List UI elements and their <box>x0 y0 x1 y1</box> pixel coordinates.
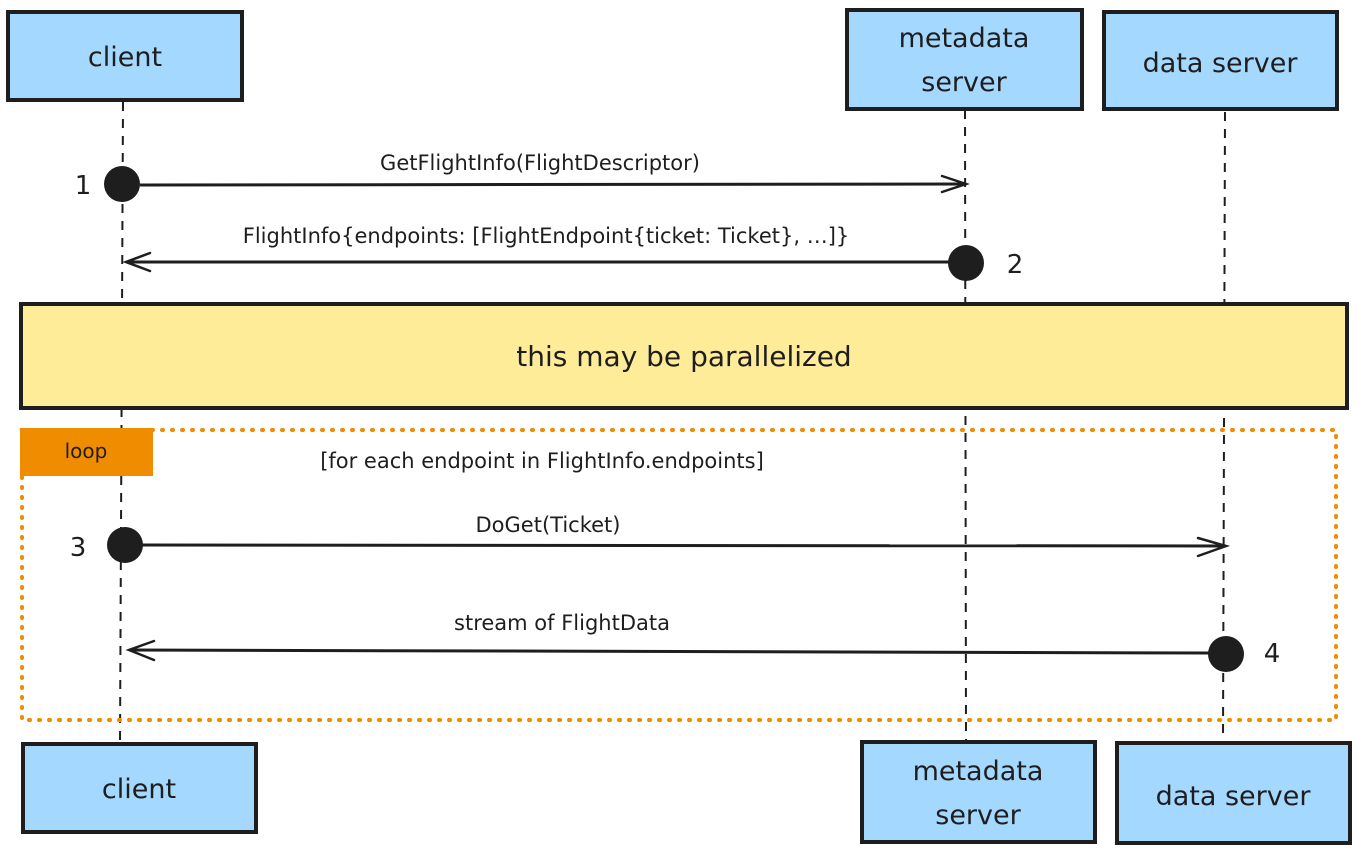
message-4: stream of FlightData 4 <box>125 611 1281 672</box>
actor-box[interactable] <box>6 10 244 102</box>
actor-data-server-top[interactable]: data server <box>1102 10 1339 111</box>
activation-dot <box>948 245 984 281</box>
message-3: DoGet(Ticket) 3 <box>70 513 1231 563</box>
actor-box[interactable] <box>1102 10 1339 111</box>
loop-condition: [for each endpoint in FlightInfo.endpoin… <box>320 449 764 473</box>
actor-box[interactable] <box>845 8 1084 111</box>
message-label: stream of FlightData <box>454 611 670 635</box>
activation-dot <box>1208 636 1244 672</box>
actor-label-line1: metadata <box>899 23 1030 54</box>
step-number: 4 <box>1264 639 1281 669</box>
message-arrow-line <box>139 182 967 187</box>
step-number: 1 <box>75 171 92 201</box>
arrow-head-right-icon <box>1196 536 1231 558</box>
actor-label: data server <box>1156 781 1312 812</box>
arrow-head-right-icon <box>940 174 970 194</box>
note-text: this may be parallelized <box>516 340 851 373</box>
message-1: GetFlightInfo(FlightDescriptor) 1 <box>75 151 970 202</box>
actor-metadata-server-bottom[interactable]: metadata server <box>860 740 1097 844</box>
lifeline-data-server <box>1222 111 1226 743</box>
loop-tag-box <box>20 428 153 476</box>
lifeline-metadata-server <box>964 109 967 743</box>
actor-data-server-bottom[interactable]: data server <box>1115 741 1352 845</box>
step-number: 3 <box>70 533 87 563</box>
arrow-head-left-icon <box>122 251 152 273</box>
lifeline-client <box>119 101 124 743</box>
actor-client-bottom[interactable]: client <box>21 742 258 834</box>
loop-frame: loop [for each endpoint in FlightInfo.en… <box>20 428 1338 722</box>
actor-label-line1: metadata <box>913 756 1044 787</box>
note-parallelized[interactable]: this may be parallelized <box>19 302 1349 410</box>
actor-label: data server <box>1143 48 1299 79</box>
actor-box[interactable] <box>860 740 1097 844</box>
message-arrow-line <box>141 543 1227 548</box>
message-arrow-line <box>128 648 1211 655</box>
actor-metadata-server-top[interactable]: metadata server <box>845 8 1084 111</box>
lifelines <box>119 101 1226 743</box>
actor-label: client <box>102 774 176 805</box>
actor-label-line2: server <box>935 800 1021 831</box>
message-2: FlightInfo{endpoints: [FlightEndpoint{ti… <box>122 224 1024 281</box>
activation-dot <box>107 527 143 563</box>
message-label: GetFlightInfo(FlightDescriptor) <box>380 151 700 175</box>
arrow-head-left-icon <box>125 639 156 662</box>
actor-box[interactable] <box>21 742 258 834</box>
actor-label-line2: server <box>921 67 1007 98</box>
message-label: FlightInfo{endpoints: [FlightEndpoint{ti… <box>243 224 850 248</box>
actor-label: client <box>88 42 162 73</box>
loop-tag-label: loop <box>65 439 108 463</box>
actor-box[interactable] <box>1115 741 1352 845</box>
step-number: 2 <box>1007 250 1024 280</box>
activation-dot <box>104 166 140 202</box>
note-box[interactable] <box>19 302 1349 410</box>
loop-frame-border <box>20 428 1338 722</box>
message-label: DoGet(Ticket) <box>476 513 621 537</box>
actor-client-top[interactable]: client <box>6 10 244 102</box>
